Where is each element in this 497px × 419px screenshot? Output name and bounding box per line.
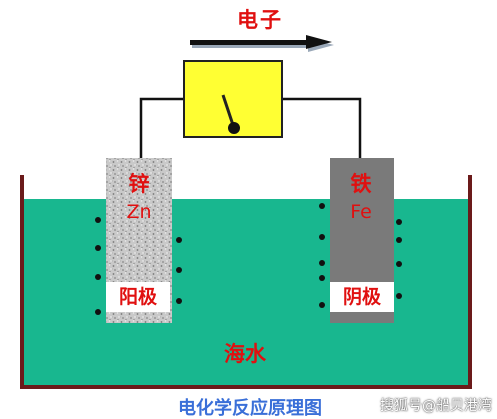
wire-left <box>139 97 184 158</box>
container-wall <box>20 175 472 389</box>
seawater-area <box>21 199 470 386</box>
iron-symbol: Fe <box>350 201 372 223</box>
electron-label: 电子 <box>237 8 283 32</box>
iron-name: 铁 <box>350 172 372 196</box>
zinc-symbol: Zn <box>126 201 152 223</box>
anode-label: 阳极 <box>106 282 170 312</box>
seawater-label: 海水 <box>224 342 266 366</box>
meter-icon <box>183 60 283 138</box>
diagram-caption: 电化学反应原理图 <box>178 398 322 419</box>
zinc-name: 锌 <box>128 172 150 196</box>
zinc-bubbles <box>95 217 182 315</box>
watermark: 搜狐号@船贝港湾 <box>380 398 492 414</box>
wire-right <box>282 97 362 158</box>
iron-bubbles <box>319 203 402 308</box>
cathode-label: 阴极 <box>330 282 394 312</box>
electron-arrow <box>190 35 334 52</box>
